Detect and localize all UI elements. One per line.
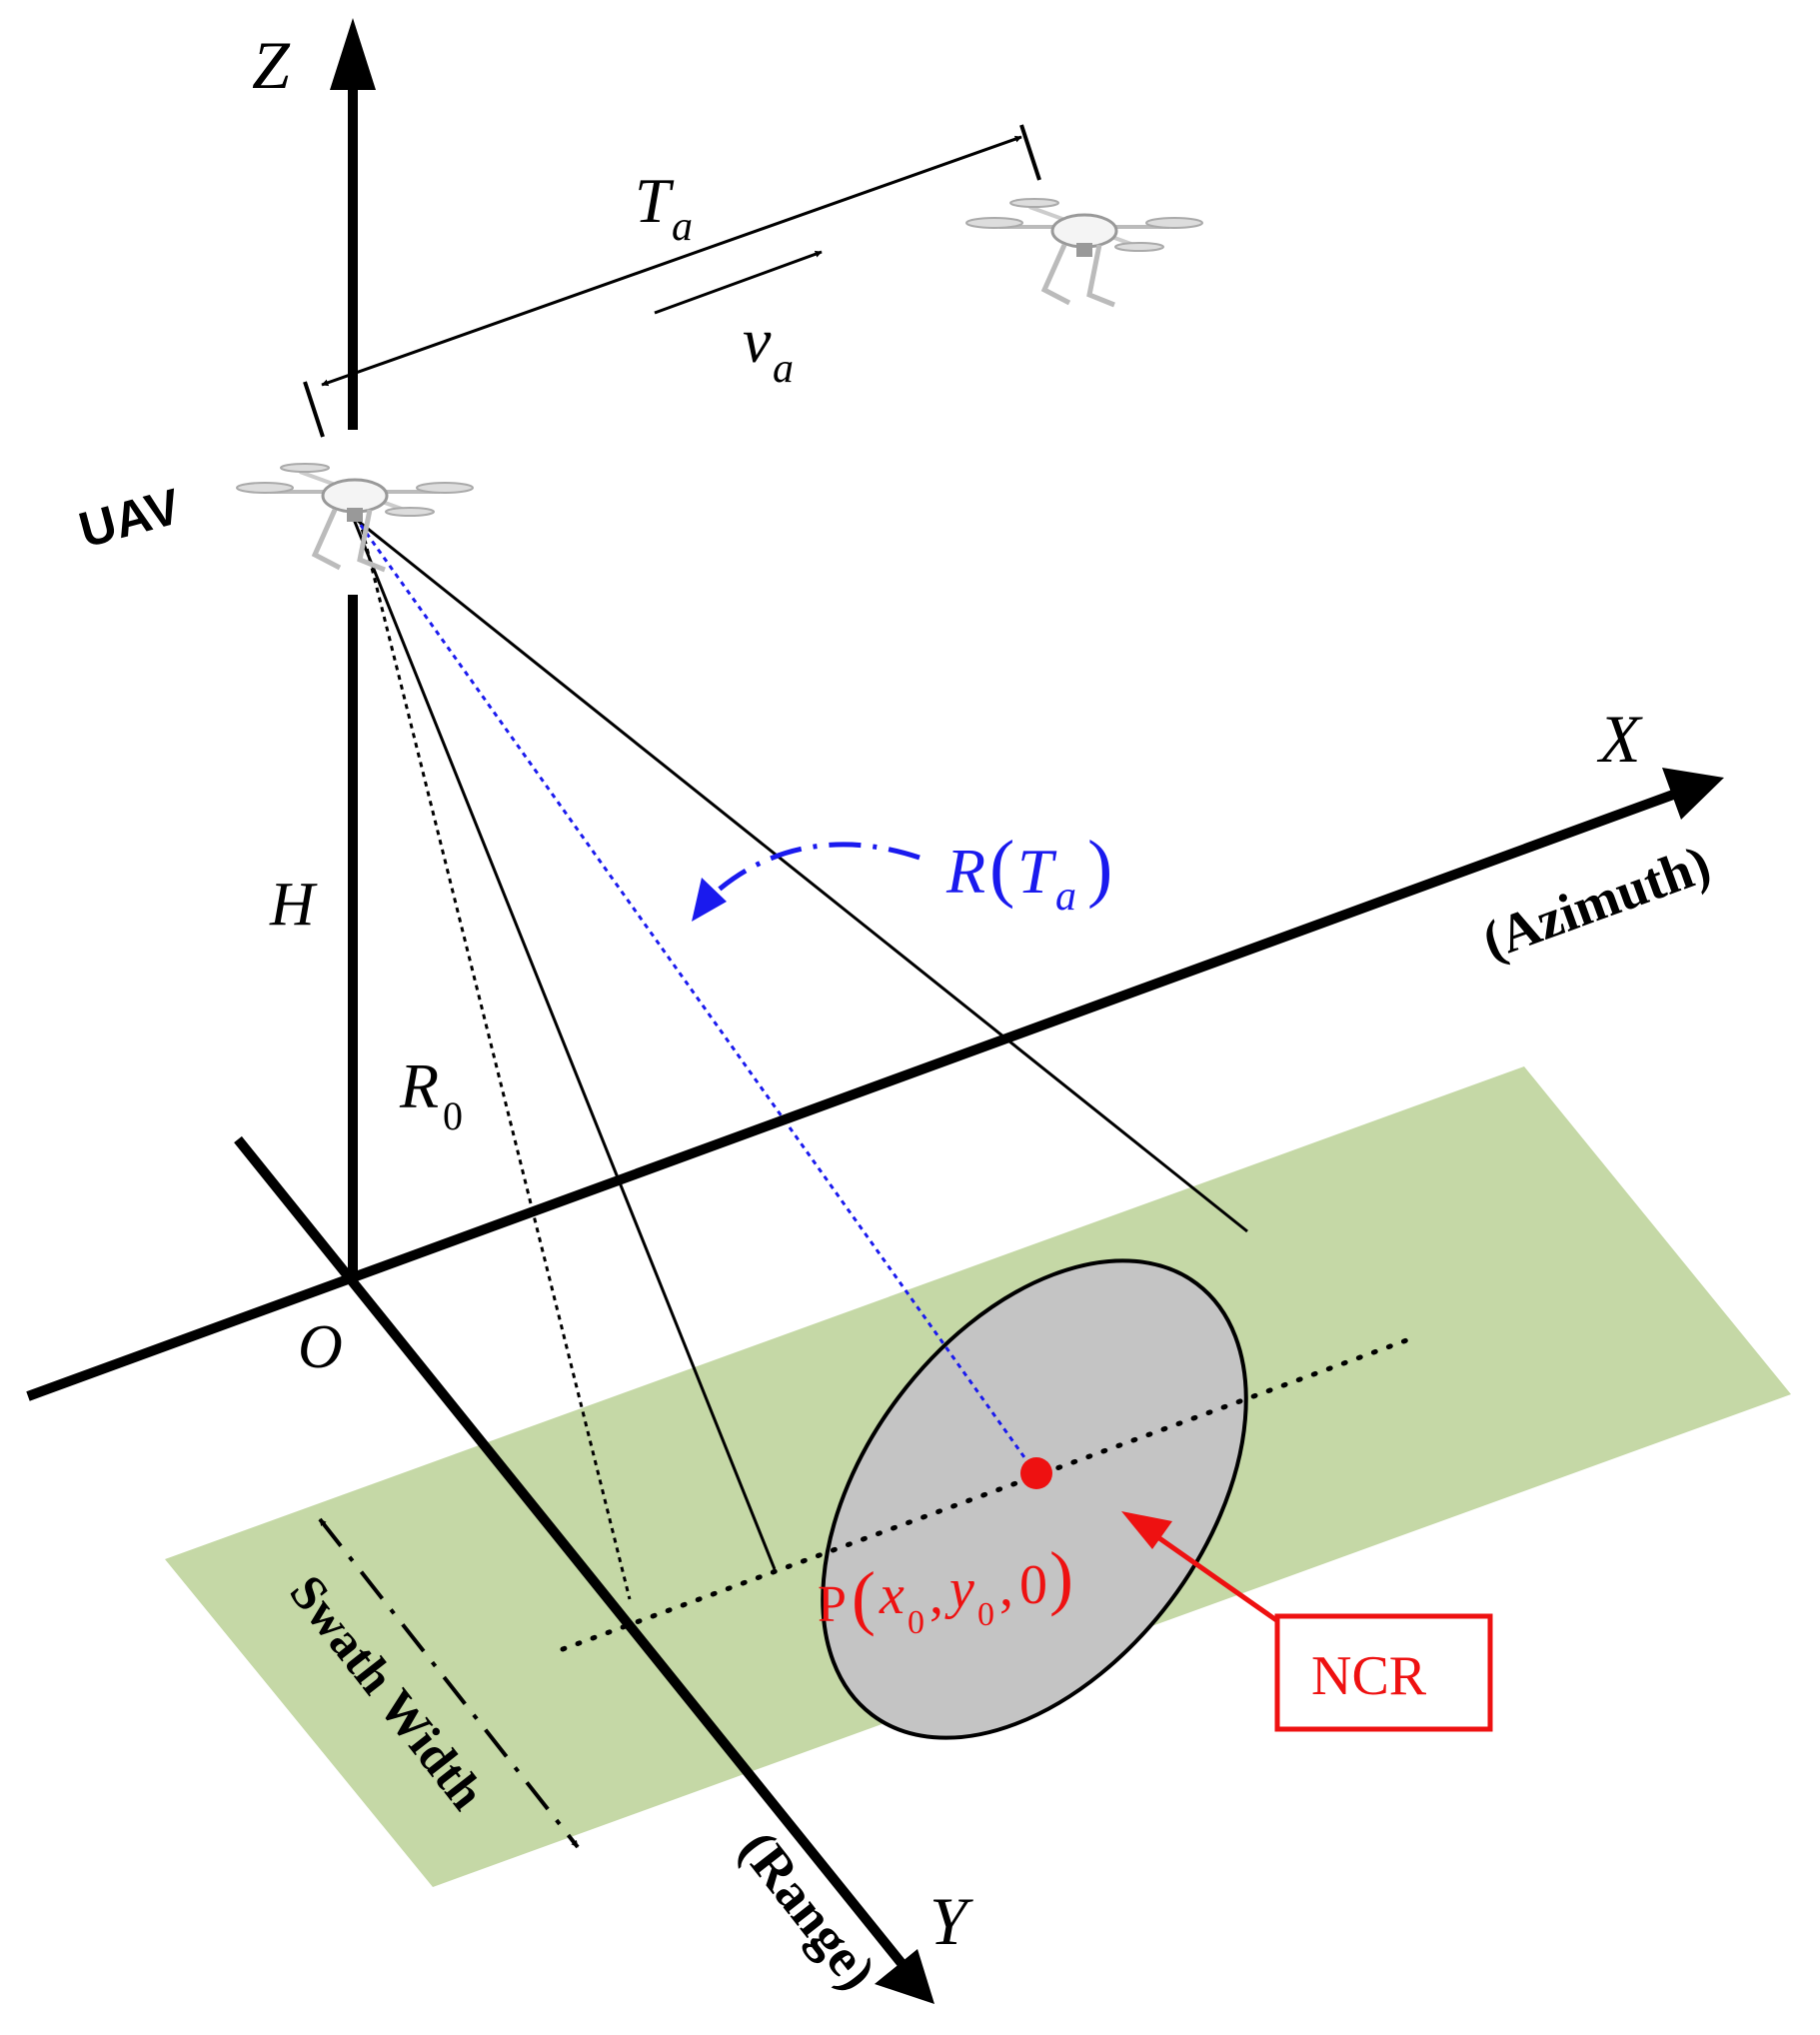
swath-width-arrow [318,1517,580,1849]
target-x-sub: 0 [908,1604,924,1641]
y-axis-arrowhead [875,1949,934,2004]
range-equation: R ( T a ) [945,826,1112,920]
ncr-arrow [1137,1521,1291,1632]
range-curve-arrowhead [692,878,727,922]
uav-label: UAV [73,478,187,559]
y-axis-label: Y [929,1883,973,1959]
target-y-sub: 0 [977,1596,994,1633]
beam-footprint [821,1258,1248,1740]
target-point [1020,1457,1052,1489]
target-comma2: , [999,1556,1013,1618]
va-subscript: a [773,346,794,392]
target-y: y [944,1558,974,1620]
ta-tick-right [1019,124,1041,181]
z-axis-arrowhead [330,18,376,90]
drone-icon [965,198,1203,308]
range-curve-arrow [701,842,920,907]
x-axis-label: X [1596,701,1643,777]
target-x: x [879,1564,905,1626]
range-lparen: ( [989,826,1014,910]
z-axis-label: Z [252,27,291,103]
origin-label: O [298,1313,343,1381]
x-axis [26,786,1686,1401]
beam-edge-left [351,516,777,1570]
r0-subscript: 0 [443,1093,463,1138]
azimuth-track-line [560,1336,1412,1652]
ncr-label: NCR [1311,1645,1427,1707]
ta-tick-left [303,381,325,438]
drone-icon [236,463,474,573]
ta-dimension-line [321,135,1022,387]
range-rparen: ) [1087,826,1112,910]
height-label: H [269,871,318,939]
ncr-arrowhead [1121,1511,1172,1549]
range-t: T [1017,836,1057,907]
target-rparen: ) [1049,1537,1073,1617]
target-coordinates: P ( x 0 , y 0 , 0 ) [818,1537,1073,1641]
va-velocity-arrow [654,250,823,315]
ncr-box [1274,1613,1493,1732]
target-zero: 0 [1019,1554,1047,1616]
va-main: v [743,305,772,376]
ta-subscript: a [672,204,693,250]
slant-range-line [353,516,1038,1475]
range-r: R [945,836,985,907]
ta-label: T a [635,165,693,250]
beam-edge-right [352,515,1248,1233]
uav-drone-end [965,198,1203,308]
r0-label: R 0 [399,1050,463,1138]
x-axis-arrowhead [1662,768,1724,820]
target-lparen: ( [852,1557,876,1637]
target-comma1: , [929,1564,943,1626]
r0-main: R [399,1050,439,1121]
ta-main: T [635,165,675,236]
uav-drone-start [236,463,474,573]
va-label: v a [743,305,794,392]
range-sub: a [1055,874,1076,920]
target-p: P [818,1576,847,1633]
